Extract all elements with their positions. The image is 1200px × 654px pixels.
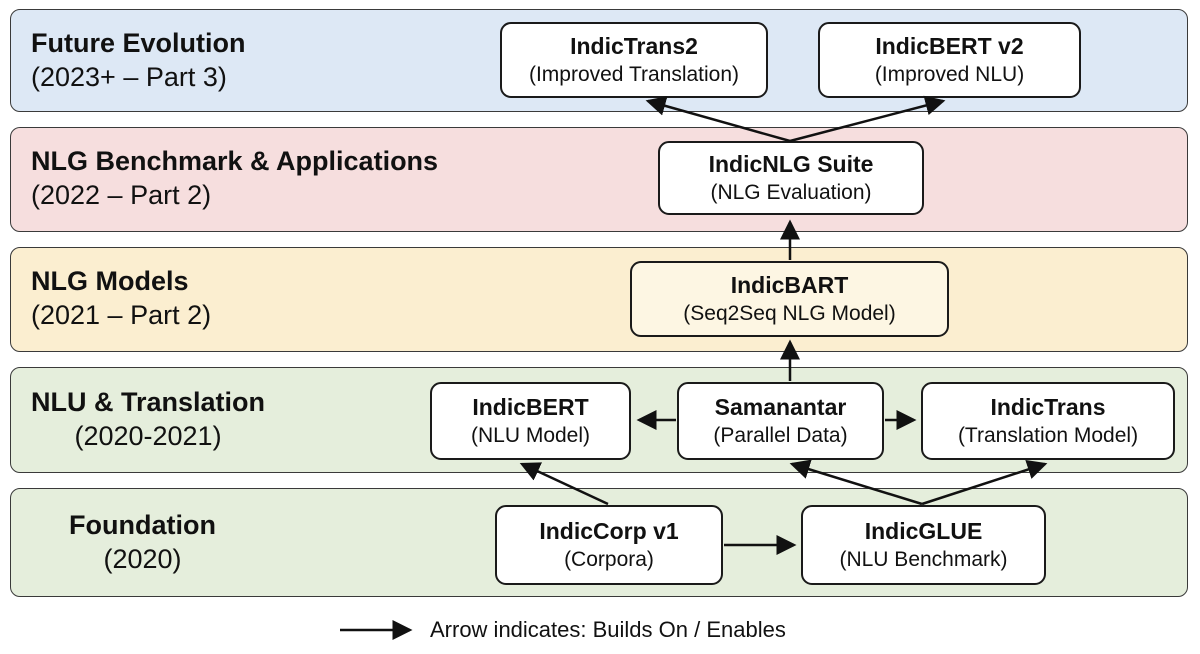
band-subtitle: (2023+ – Part 3) <box>31 62 227 92</box>
node-subtitle: (Parallel Data) <box>713 424 848 447</box>
node-title: Samanantar <box>714 394 847 420</box>
node-title: IndicNLG Suite <box>708 151 874 177</box>
band-label-foundation: Foundation (2020) <box>69 508 216 576</box>
band-nlg-benchmark: NLG Benchmark & Applications (2022 – Par… <box>10 127 1188 232</box>
node-title: IndicTrans <box>990 394 1106 420</box>
node-subtitle: (Seq2Seq NLG Model) <box>683 302 896 325</box>
band-subtitle: (2020-2021) <box>74 421 222 451</box>
band-title: NLG Models <box>31 266 189 296</box>
node-subtitle: (Improved Translation) <box>528 63 740 86</box>
node-indicbart: IndicBART (Seq2Seq NLG Model) <box>630 261 949 337</box>
node-indicglue: IndicGLUE (NLU Benchmark) <box>801 505 1046 585</box>
node-indicbert-v2: IndicBERT v2 (Improved NLU) <box>818 22 1081 98</box>
node-subtitle: (Translation Model) <box>957 424 1139 447</box>
node-title: IndicCorp v1 <box>539 518 679 544</box>
band-title: Future Evolution <box>31 28 246 58</box>
band-label-nlu-translation: NLU & Translation (2020-2021) <box>31 385 265 453</box>
node-subtitle: (Improved NLU) <box>874 63 1025 86</box>
node-indiccorp-v1: IndicCorp v1 (Corpora) <box>495 505 723 585</box>
node-subtitle: (Corpora) <box>564 548 654 571</box>
band-label-future: Future Evolution (2023+ – Part 3) <box>31 26 245 94</box>
node-title: IndicGLUE <box>864 518 983 544</box>
band-subtitle: (2022 – Part 2) <box>31 180 212 210</box>
legend-text: Arrow indicates: Builds On / Enables <box>430 617 786 642</box>
band-title: NLU & Translation <box>31 387 266 417</box>
legend: Arrow indicates: Builds On / Enables <box>418 612 786 648</box>
node-title: IndicTrans2 <box>570 33 698 59</box>
node-subtitle: (NLU Model) <box>470 424 591 447</box>
node-indicbert: IndicBERT (NLU Model) <box>430 382 631 460</box>
band-label-nlg-benchmark: NLG Benchmark & Applications (2022 – Par… <box>31 144 438 212</box>
node-subtitle: (NLU Benchmark) <box>839 548 1008 571</box>
band-title: NLG Benchmark & Applications <box>31 146 439 176</box>
band-subtitle: (2021 – Part 2) <box>31 300 212 330</box>
band-label-nlg-models: NLG Models (2021 – Part 2) <box>31 264 211 332</box>
band-nlg-models: NLG Models (2021 – Part 2) <box>10 247 1188 352</box>
node-indicnlg-suite: IndicNLG Suite (NLG Evaluation) <box>658 141 924 215</box>
node-subtitle: (NLG Evaluation) <box>710 181 872 204</box>
node-samanantar: Samanantar (Parallel Data) <box>677 382 884 460</box>
node-indictrans: IndicTrans (Translation Model) <box>921 382 1175 460</box>
band-subtitle: (2020) <box>103 544 182 574</box>
node-indictrans2: IndicTrans2 (Improved Translation) <box>500 22 768 98</box>
node-title: IndicBART <box>730 272 849 298</box>
band-title: Foundation <box>69 510 216 540</box>
node-title: IndicBERT v2 <box>875 33 1024 59</box>
node-title: IndicBERT <box>472 394 589 420</box>
